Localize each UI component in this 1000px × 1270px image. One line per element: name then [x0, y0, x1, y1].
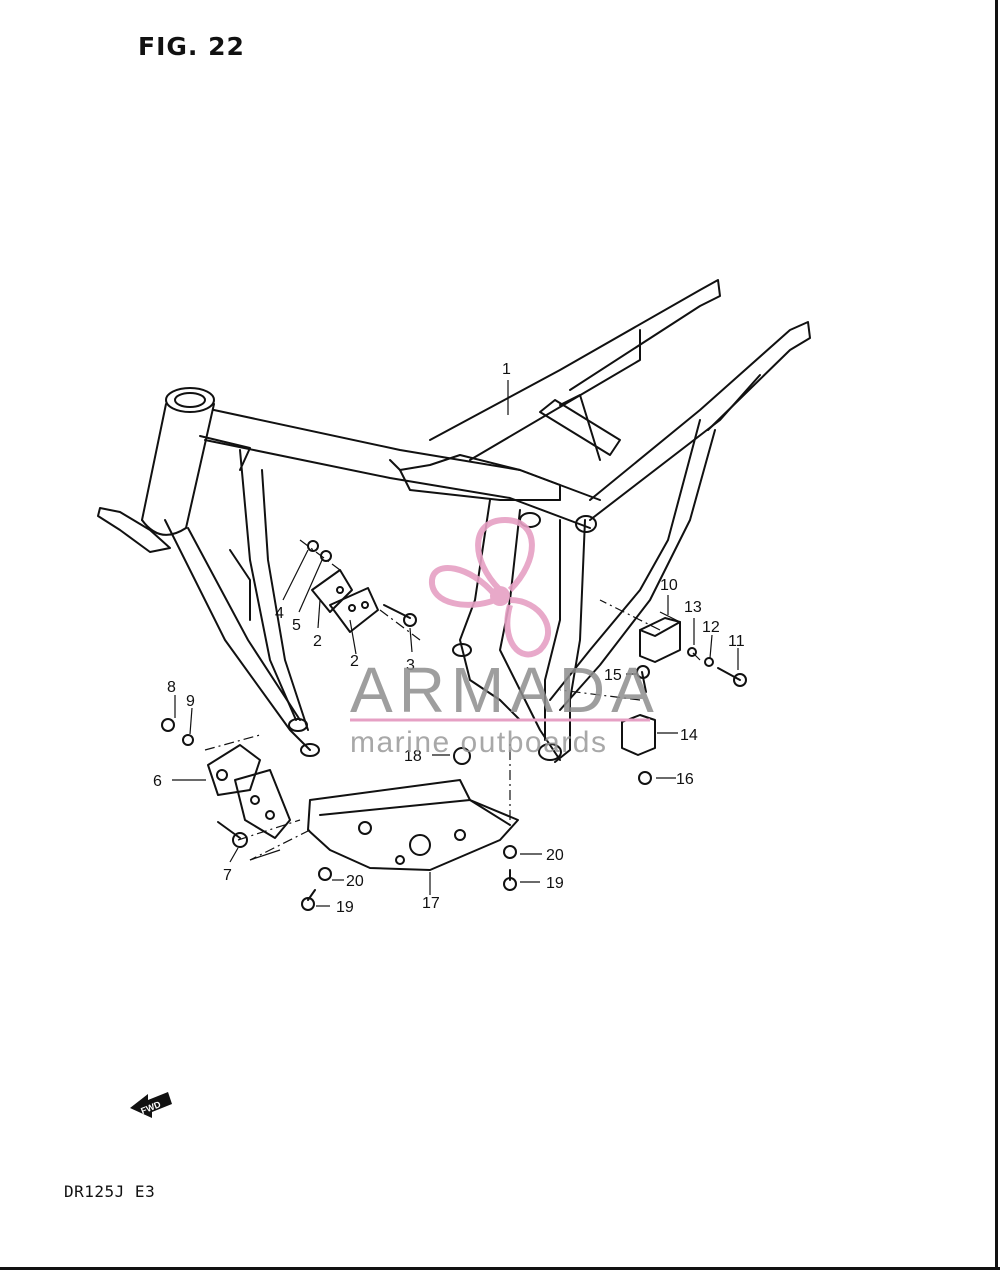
callout-10: 10 [660, 577, 678, 594]
callout-9: 9 [186, 693, 195, 710]
callout-18: 18 [404, 748, 422, 765]
callout-4: 4 [275, 605, 284, 622]
engine-mount-plate-lower [207, 744, 291, 839]
watermark-text: ARMADA [350, 654, 660, 726]
propeller-icon [429, 516, 551, 658]
callout-1: 1 [502, 361, 511, 378]
steering-head-tube [97, 387, 215, 553]
engine-mount-plate-upper [311, 569, 379, 633]
rubber-block-upper [639, 617, 681, 663]
callout-8: 8 [167, 679, 176, 696]
callout-19: 19 [336, 899, 354, 916]
page-border-right [995, 0, 998, 1270]
callout-12: 12 [702, 619, 720, 636]
callout-19: 19 [546, 875, 564, 892]
exploded-view-lines [204, 539, 701, 861]
rubber-block-lower [621, 714, 656, 756]
rear-subframe [429, 279, 811, 711]
callout-14: 14 [680, 727, 698, 744]
callout-20: 20 [346, 873, 364, 890]
callout-2: 2 [313, 633, 322, 650]
callout-6: 6 [153, 773, 162, 790]
callout-11: 11 [728, 633, 745, 650]
page-border-bottom [0, 1267, 1000, 1270]
callout-labels: 1 2 2 3 4 5 6 7 8 9 10 11 12 13 14 15 16… [153, 361, 745, 916]
figure-title: FIG. 22 [138, 32, 245, 61]
watermark-subtext: marine outboards [350, 726, 607, 759]
callout-5: 5 [292, 617, 301, 634]
forward-arrow-icon: FWD [130, 1092, 172, 1118]
bolts [217, 604, 747, 911]
callout-3: 3 [406, 657, 415, 674]
callout-7: 7 [223, 867, 232, 884]
callout-13: 13 [684, 599, 702, 616]
front-down-tubes [164, 449, 320, 757]
leader-lines [172, 380, 739, 907]
callout-2: 2 [350, 653, 359, 670]
callout-15: 15 [604, 667, 622, 684]
skid-plate [307, 779, 519, 871]
callout-16: 16 [676, 771, 694, 788]
center-pivot-section [389, 454, 597, 763]
watermark-logo: ARMADA marine outboards [350, 516, 660, 759]
callout-20: 20 [546, 847, 564, 864]
callout-17: 17 [422, 895, 440, 912]
model-code: DR125J E3 [64, 1182, 156, 1201]
